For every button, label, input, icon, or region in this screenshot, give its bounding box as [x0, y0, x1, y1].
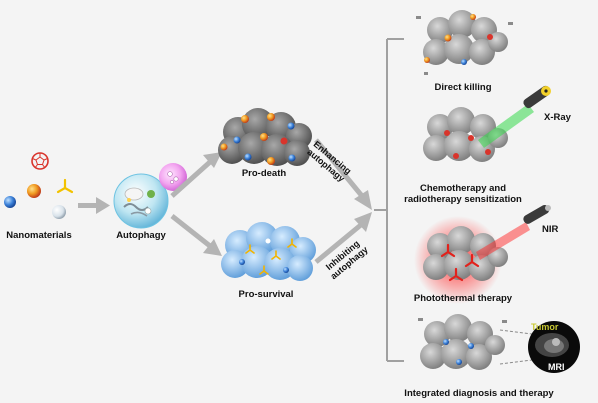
fullerene-icon	[31, 152, 49, 170]
white-sphere-icon	[52, 205, 66, 219]
arrow-inhibiting	[314, 212, 372, 264]
tripod-nanoparticle-icon	[56, 178, 74, 194]
xray-emitter-icon	[523, 85, 551, 109]
therapy-bracket	[374, 38, 404, 362]
pro-death-tumor-illustration	[218, 108, 312, 166]
label-pro-death: Pro-death	[241, 168, 287, 179]
arrow-to-pro-survival	[170, 214, 222, 256]
nanomaterials-cluster	[4, 152, 74, 219]
nir-laser-icon	[523, 205, 551, 224]
label-chemo-line2: radiotherapy sensitization	[404, 194, 522, 205]
pro-survival-tumor-illustration	[221, 222, 316, 281]
label-nir: NIR	[542, 224, 559, 235]
autophagy-cell-illustration	[113, 163, 187, 229]
arrow-to-pro-death	[170, 152, 222, 198]
label-integrated: Integrated diagnosis and therapy	[404, 388, 554, 399]
label-direct-killing: Direct killing	[434, 82, 492, 93]
label-autophagy: Autophagy	[116, 230, 166, 241]
label-photothermal: Photothermal therapy	[413, 293, 513, 304]
orange-sphere-icon	[27, 184, 41, 198]
direct-killing-tumor-illustration	[416, 10, 513, 75]
arrow-enhancing	[314, 138, 372, 210]
photothermal-tumor-illustration	[414, 205, 551, 304]
arrow-to-autophagy	[78, 197, 110, 214]
label-mri: MRI	[548, 362, 565, 372]
blue-sphere-icon	[4, 196, 16, 208]
integrated-tumor-illustration	[418, 314, 580, 373]
mri-scan-image	[528, 321, 580, 373]
label-pro-survival: Pro-survival	[238, 289, 294, 300]
label-chemo-line1: Chemotherapy and	[419, 183, 507, 194]
label-nanomaterials: Nanomaterials	[6, 230, 72, 241]
label-xray: X-Ray	[544, 112, 571, 123]
label-tumor: Tumor	[531, 322, 559, 332]
label-chemo-radio: Chemotherapy and radiotherapy sensitizat…	[404, 183, 522, 205]
chemo-radio-tumor-illustration	[423, 85, 551, 162]
